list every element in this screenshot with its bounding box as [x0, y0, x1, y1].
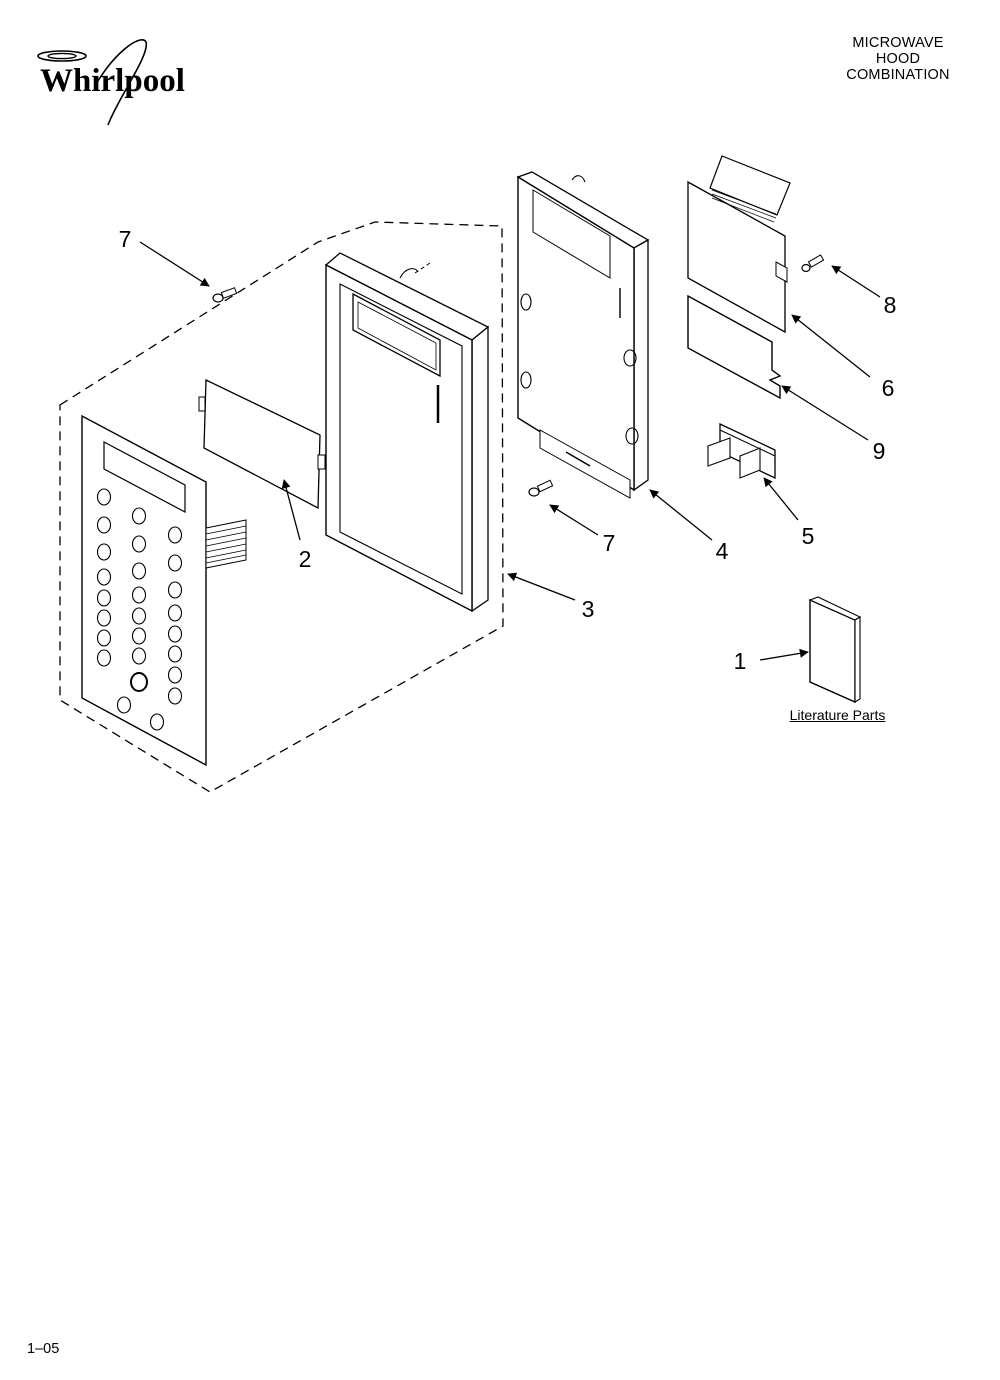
literature-parts-label: Literature Parts [789, 707, 886, 723]
circuit-board [687, 155, 791, 334]
callout-5: 5 [801, 523, 815, 549]
window-panel [198, 378, 326, 510]
callout-3: 3 [581, 596, 595, 622]
screw-8 [801, 254, 825, 273]
latch-bracket [707, 422, 776, 480]
control-bracket [516, 171, 650, 499]
whirlpool-logo: Whirlpool [37, 39, 185, 126]
keypad-overlay [81, 414, 247, 767]
footer-code: 1–05 [27, 1341, 60, 1357]
callout-1: 1 [733, 648, 747, 674]
title-line-3: COMBINATION [846, 67, 950, 83]
title-line-1: MICROWAVE [852, 35, 944, 51]
callout-4: 4 [715, 538, 729, 564]
insulator [687, 294, 782, 400]
control-panel-frame [324, 252, 490, 613]
callout-6: 6 [881, 375, 895, 401]
title-line-2: HOOD [875, 51, 921, 67]
callout-2: 2 [298, 546, 312, 572]
callout-7-upper: 7 [118, 226, 132, 252]
callout-9: 9 [872, 438, 886, 464]
screw-7-lower [528, 479, 554, 497]
screw-7-upper [212, 287, 238, 303]
callout-8: 8 [883, 292, 897, 318]
assembly-outline [59, 221, 504, 793]
leader-arrows [139, 241, 881, 661]
literature-booklet [808, 596, 862, 704]
callout-7-lower: 7 [602, 530, 616, 556]
logo-wordmark: Whirlpool [40, 63, 185, 99]
